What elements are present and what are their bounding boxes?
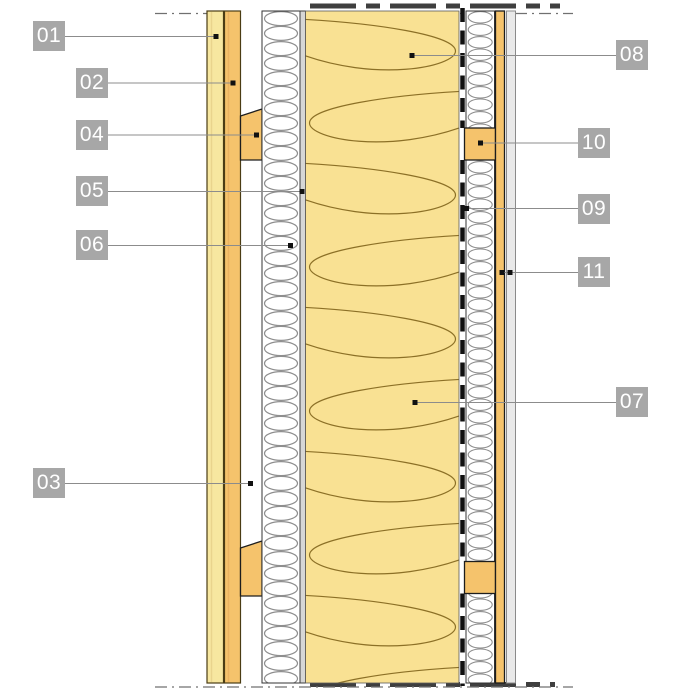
inner-board xyxy=(494,10,506,684)
layer-10-block-bottom xyxy=(463,560,497,595)
callout-label-10: 10 xyxy=(578,128,610,158)
layer-01-outer-board xyxy=(206,10,225,684)
leader-dot-11a xyxy=(499,270,505,275)
leader-dot-11b xyxy=(507,270,513,275)
callout-label-06: 06 xyxy=(76,230,108,260)
layer-11-lining xyxy=(506,10,516,684)
leader-dot-10 xyxy=(478,140,483,146)
leader-dot-06 xyxy=(288,243,293,248)
layer-04-batten-bottom xyxy=(239,540,263,597)
callout-label-11: 11 xyxy=(578,257,610,287)
callout-label-04: 04 xyxy=(76,120,108,150)
layer-06-insulation-strip xyxy=(261,10,301,684)
leader-dot-03 xyxy=(248,481,253,486)
callout-label-03: 03 xyxy=(33,468,65,498)
leader-dot-01 xyxy=(213,34,219,39)
leader-dot-04 xyxy=(254,132,259,138)
leader-dot-07 xyxy=(412,400,418,405)
callout-label-08: 08 xyxy=(616,40,648,70)
leader-dot-05 xyxy=(299,189,305,194)
leader-lines xyxy=(65,34,616,486)
layer-07-08-stud-insulation xyxy=(305,10,460,684)
callout-label-05: 05 xyxy=(76,176,108,206)
layer-02-inner-board xyxy=(223,10,242,684)
callout-label-01: 01 xyxy=(33,21,65,51)
leader-dot-08 xyxy=(409,53,415,58)
leader-dot-02 xyxy=(230,80,236,86)
layer-05-board xyxy=(299,10,306,684)
layer-03-air-gap xyxy=(241,11,262,683)
callout-label-09: 09 xyxy=(578,194,610,224)
callout-label-07: 07 xyxy=(616,387,648,417)
callout-label-02: 02 xyxy=(76,68,108,98)
leader-dot-09 xyxy=(464,206,469,211)
